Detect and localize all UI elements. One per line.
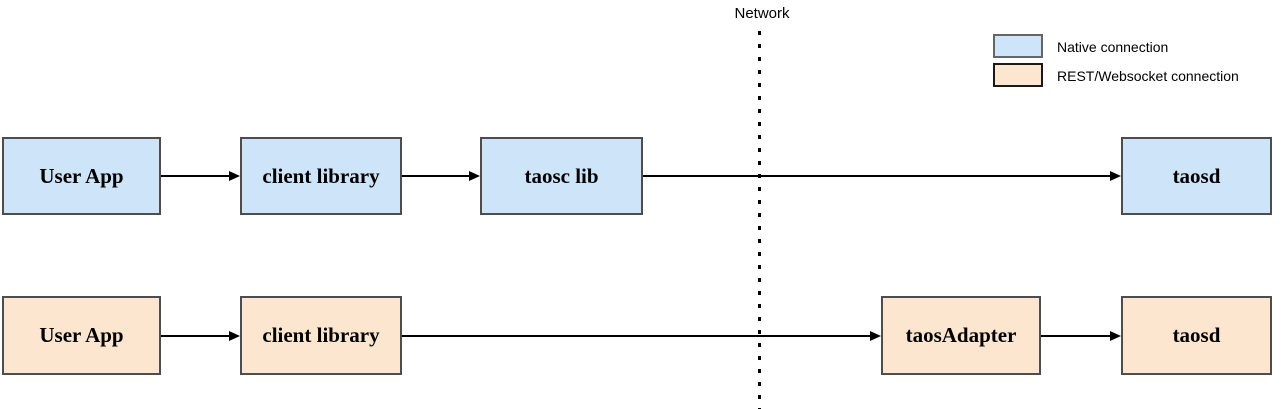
arrow-userapp-to-clientlibrary-rest (161, 331, 240, 341)
node-taosd-rest: taosd (1121, 296, 1272, 375)
node-client-library-native: client library (240, 137, 402, 215)
arrow-clientlibrary-to-taosadapter (402, 331, 881, 341)
node-taosc-lib: taosc lib (480, 137, 643, 215)
network-label: Network (734, 5, 790, 22)
node-user-app-rest: User App (2, 296, 161, 375)
arrow-userapp-to-clientlibrary-native (161, 171, 240, 181)
arrow-taosadapter-to-taosd (1041, 331, 1121, 341)
legend-native-label: Native connection (1057, 39, 1169, 55)
arrow-taosclib-to-taosd (643, 171, 1121, 181)
legend-native-swatch (993, 34, 1043, 58)
node-client-library-rest: client library (240, 296, 402, 375)
network-divider-dotted-line (758, 31, 761, 409)
legend-rest-label: REST/Websocket connection (1057, 68, 1239, 84)
arrow-clientlibrary-to-taosclib (402, 171, 480, 181)
node-user-app-native: User App (2, 137, 161, 215)
node-taosd-native: taosd (1121, 137, 1272, 215)
node-taosadapter: taosAdapter (881, 296, 1041, 375)
legend-rest-swatch (993, 63, 1043, 87)
